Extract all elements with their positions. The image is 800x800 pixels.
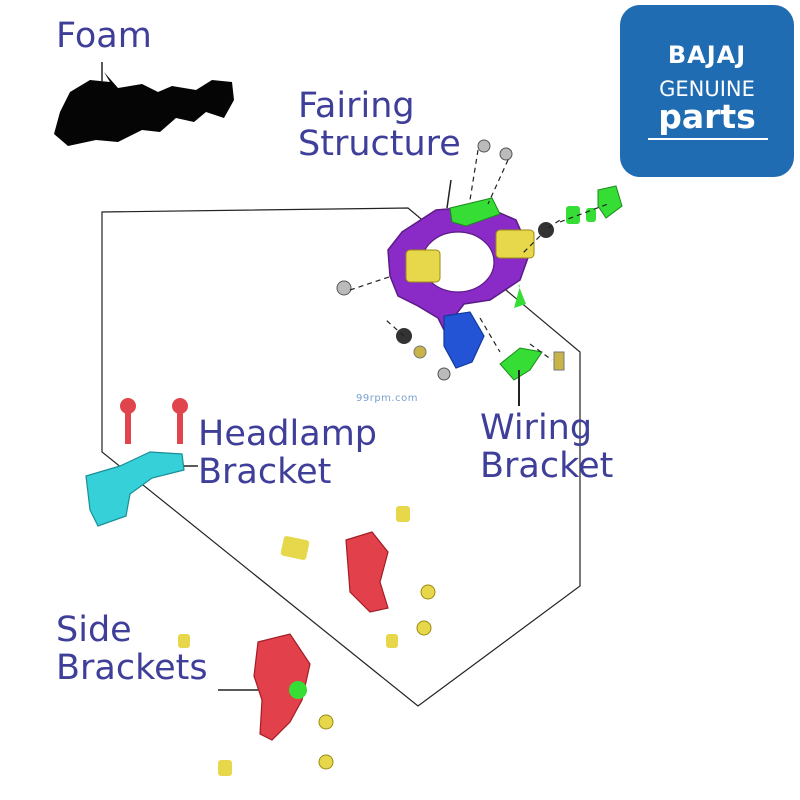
label-foam-text: Foam xyxy=(56,16,152,56)
label-wiring-bracket: Wiring Bracket xyxy=(480,408,614,486)
label-fairing-line2: Structure xyxy=(298,123,461,164)
wiring-bracket-part xyxy=(479,317,565,406)
green-clips-right xyxy=(559,185,623,224)
watermark: 99rpm.com xyxy=(356,393,418,404)
label-fairing-line1: Fairing xyxy=(298,86,415,126)
label-side-brackets: Side Brackets xyxy=(56,610,208,688)
fairing-structure-part xyxy=(336,139,561,381)
nut-right xyxy=(538,222,554,238)
label-headlamp-line2: Bracket xyxy=(198,451,332,492)
label-headlamp-bracket: Headlamp Bracket xyxy=(198,414,377,492)
headlamp-bracket-part xyxy=(85,398,198,527)
logo-underline xyxy=(648,138,768,140)
logo-brand: BAJAJ xyxy=(667,41,747,69)
green-clip-top xyxy=(449,197,501,227)
label-fairing-structure: Fairing Structure xyxy=(298,86,461,164)
label-foam: Foam xyxy=(56,16,152,56)
bajaj-genuine-parts-logo: BAJAJ GENUINE parts xyxy=(620,5,794,177)
side-brackets-part xyxy=(178,506,436,776)
label-wiring-line2: Bracket xyxy=(480,445,614,486)
label-side-line1: Side xyxy=(56,610,132,650)
label-side-line2: Brackets xyxy=(56,647,208,688)
screw-lower xyxy=(437,367,451,381)
label-headlamp-line1: Headlamp xyxy=(198,414,377,454)
yellow-mount-right xyxy=(495,229,535,259)
logo-parts: parts xyxy=(658,97,756,136)
logo-genuine: GENUINE xyxy=(659,77,755,101)
blue-mount xyxy=(443,311,485,369)
assembly-plane-outline xyxy=(101,207,581,707)
washer xyxy=(413,345,427,359)
foam-part xyxy=(54,72,234,146)
screw-top-2 xyxy=(499,147,513,161)
label-wiring-line1: Wiring xyxy=(480,408,593,448)
yellow-mount-left xyxy=(405,249,441,283)
screw-top-1 xyxy=(477,139,491,153)
screw-left xyxy=(336,280,352,296)
